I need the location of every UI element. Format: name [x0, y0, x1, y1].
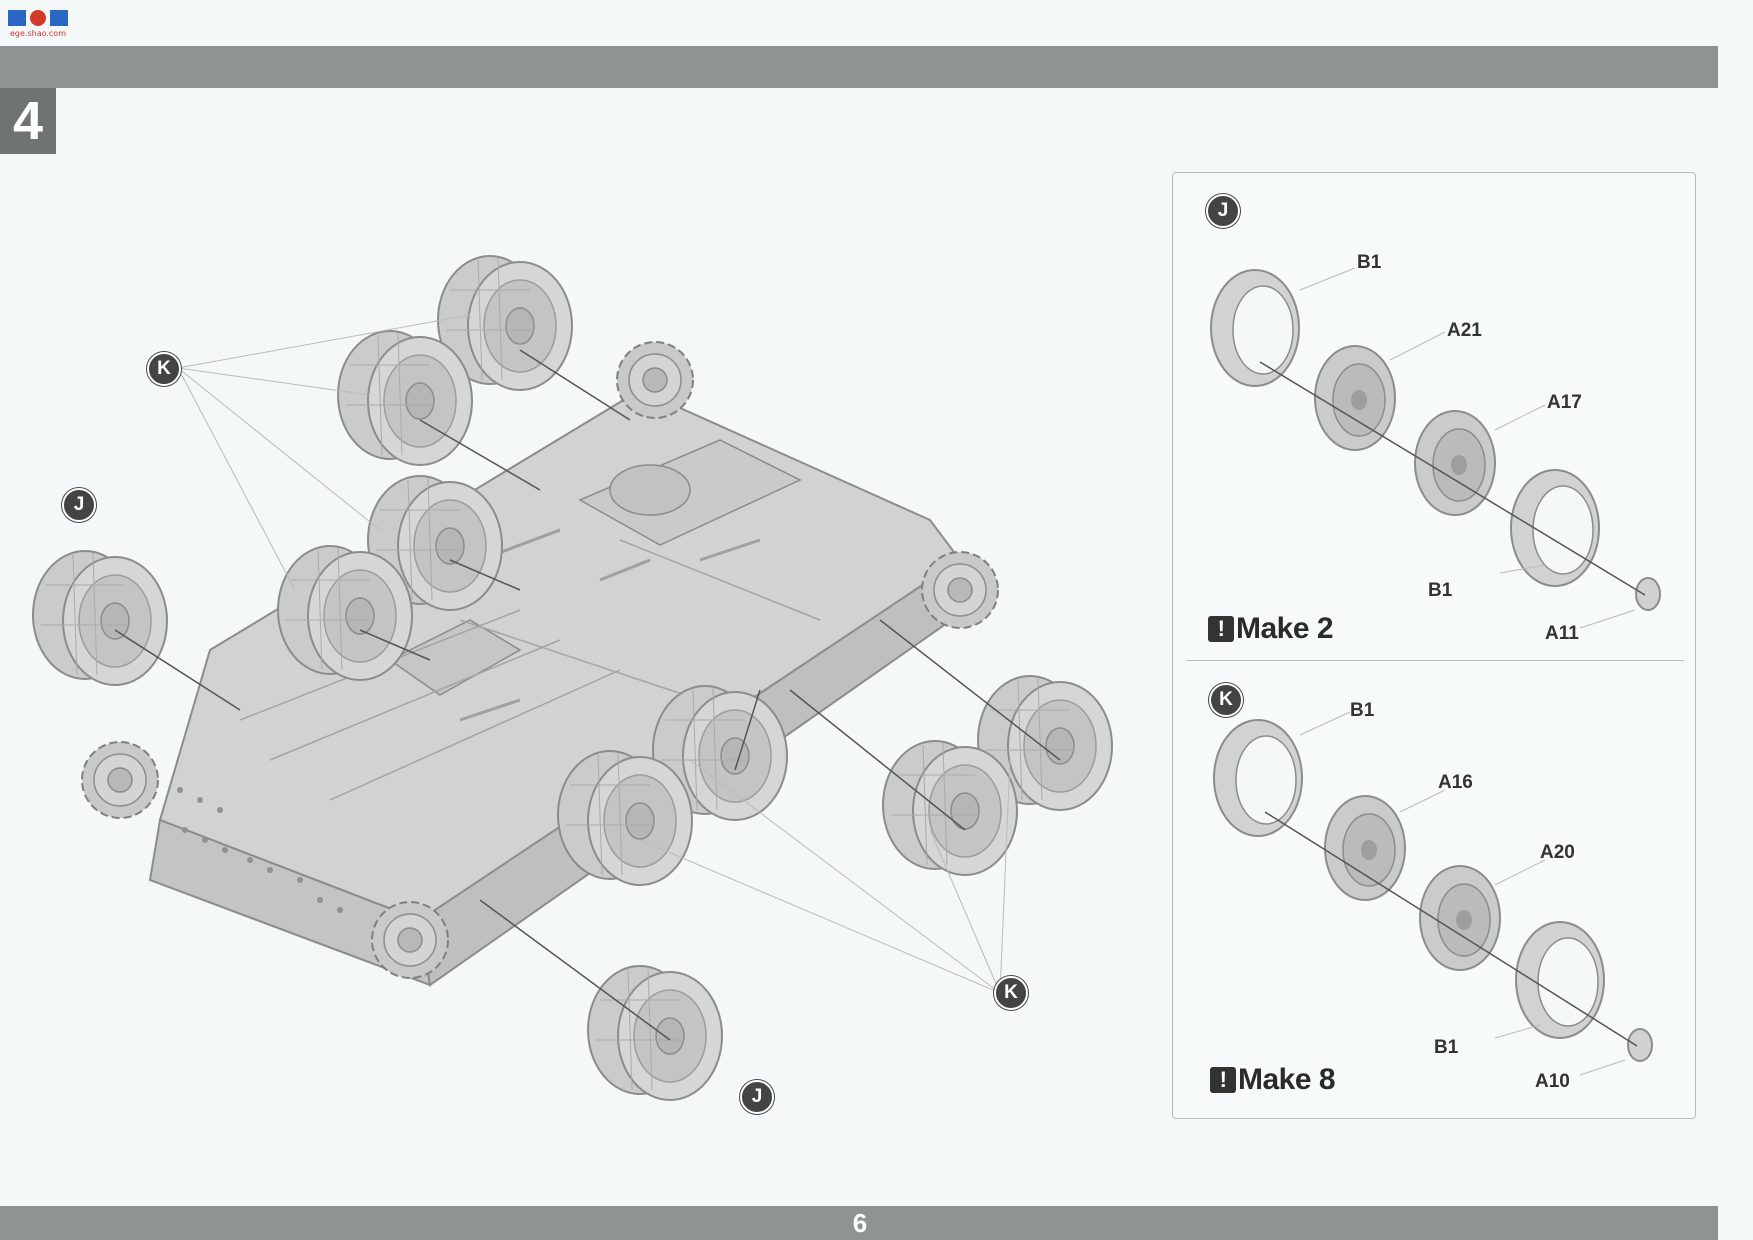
make-text-k: Make 8: [1238, 1063, 1336, 1096]
subassembly-k-parts: [1213, 711, 1653, 1076]
make-text-j: Make 2: [1236, 612, 1334, 645]
attention-icon: !: [1208, 616, 1234, 642]
part-a10: A10: [1535, 1071, 1570, 1092]
subassembly-j-parts: [1210, 267, 1661, 629]
attention-icon: !: [1210, 1067, 1236, 1093]
part-b1-k-bottom: B1: [1434, 1037, 1459, 1058]
part-a11: A11: [1545, 623, 1579, 644]
part-b1-k-top: B1: [1350, 700, 1375, 721]
part-a16: A16: [1438, 772, 1473, 793]
subassembly-j-label: J: [1206, 194, 1240, 228]
panel-divider: [1186, 660, 1684, 661]
make-quantity-k: !Make 8: [1210, 1063, 1336, 1097]
make-quantity-j: !Make 2: [1208, 612, 1334, 646]
callout-k-top: K: [147, 352, 181, 386]
part-b1-j-top: B1: [1357, 252, 1382, 273]
part-a17: A17: [1547, 392, 1582, 413]
header-bar: [0, 46, 1718, 88]
callout-j-bottom: J: [740, 1080, 774, 1114]
callout-leaders: [177, 314, 1011, 994]
site-logo-icon: ege.shao.com: [8, 10, 68, 38]
part-a21: A21: [1447, 320, 1482, 341]
subassembly-k-label: K: [1209, 683, 1243, 717]
callout-k-bottom: K: [994, 976, 1028, 1010]
callout-j-left: J: [62, 488, 96, 522]
step-number: 4: [0, 88, 56, 154]
assembly-arrows: [114, 349, 1061, 1041]
part-b1-j-bottom: B1: [1428, 580, 1453, 601]
watermark-text: ege.shao.com: [10, 29, 66, 38]
footer-bar: [0, 1206, 1718, 1240]
page-number: 6: [852, 1208, 868, 1238]
part-a20: A20: [1540, 842, 1575, 863]
